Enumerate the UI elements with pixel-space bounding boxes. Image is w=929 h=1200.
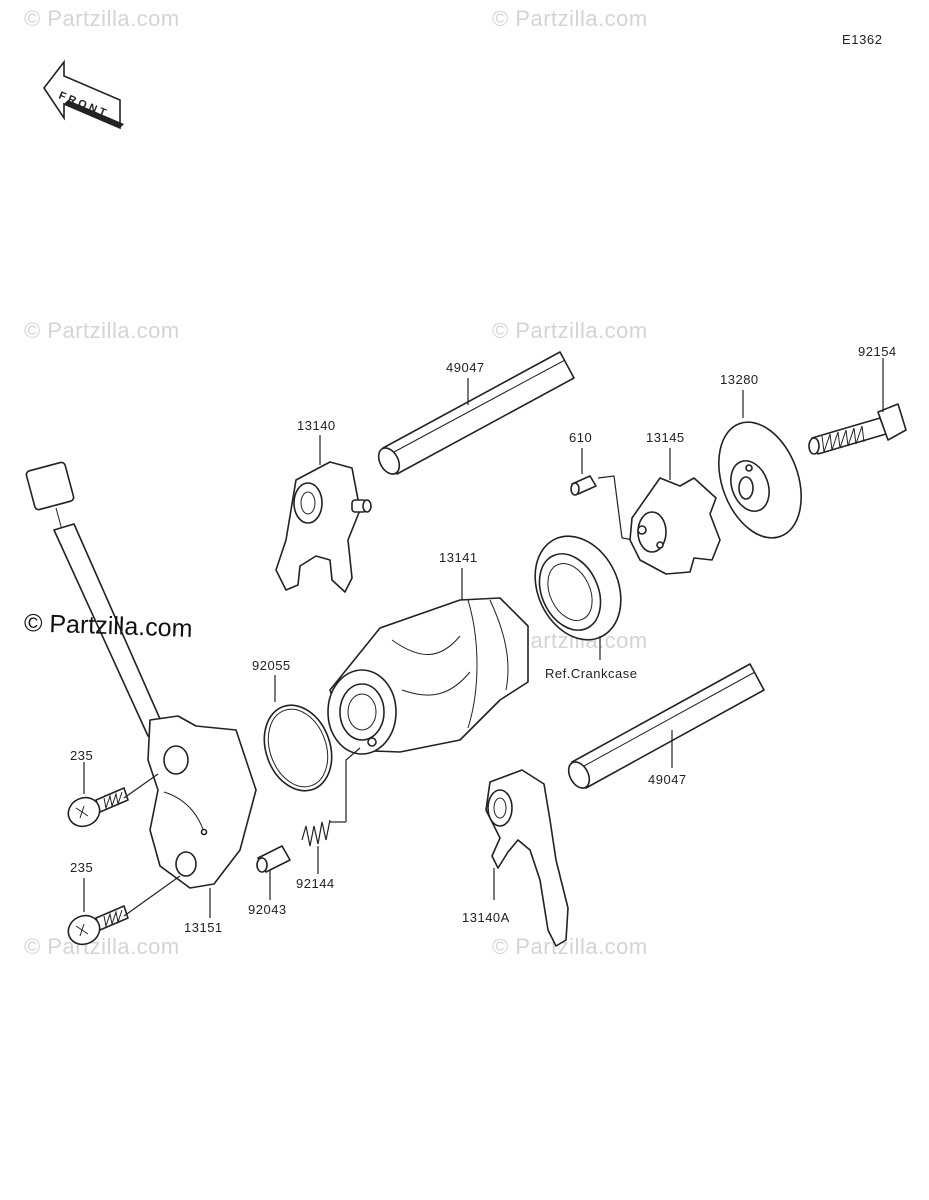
front-arrow-icon: FRONT [43, 59, 124, 130]
label-49047-upper: 49047 [446, 360, 485, 375]
label-92043: 92043 [248, 902, 287, 917]
watermark: © Partzilla.com [492, 934, 648, 959]
watermark: © Partzilla.com [24, 6, 180, 31]
label-13141: 13141 [439, 550, 478, 565]
shift-rod-upper [377, 351, 575, 475]
label-49047-lower: 49047 [648, 772, 687, 787]
watermark: © Partzilla.com [492, 6, 648, 31]
label-92055: 92055 [252, 658, 291, 673]
label-235-lower: 235 [70, 860, 93, 875]
shift-fork-13140A [485, 769, 569, 947]
label-13140A: 13140A [462, 910, 510, 925]
pin-92043 [256, 845, 291, 873]
bolt-92154 [808, 403, 907, 455]
label-13145: 13145 [646, 430, 685, 445]
watermark: © Partzilla.com [24, 318, 180, 343]
spring-92144 [301, 747, 361, 847]
screw-235-upper [67, 787, 129, 828]
label-92154: 92154 [858, 344, 897, 359]
shift-drum-13141 [327, 597, 529, 755]
gear-position-sensor-13151 [25, 461, 257, 889]
o-ring-92055 [263, 704, 333, 792]
label-92144: 92144 [296, 876, 335, 891]
screw-235-lower [67, 905, 129, 946]
dowel-pin-610 [570, 475, 597, 496]
label-ref-crankcase: Ref.Crankcase [545, 666, 637, 681]
watermark: © Partzilla.com [492, 318, 648, 343]
pin-plate-13145 [629, 477, 721, 575]
stopper-plate-13280 [718, 421, 802, 539]
shift-fork-13140 [275, 461, 372, 593]
label-13151: 13151 [184, 920, 223, 935]
shift-rod-lower [567, 663, 765, 789]
bearing-ref-crankcase [534, 535, 622, 641]
label-235-upper: 235 [70, 748, 93, 763]
label-610: 610 [569, 430, 592, 445]
watermark: © Partzilla.com [24, 934, 180, 959]
watermark-main: © Partzilla.com [23, 609, 193, 643]
diagram-code: E1362 [842, 32, 883, 47]
label-13140: 13140 [297, 418, 336, 433]
label-13280: 13280 [720, 372, 759, 387]
